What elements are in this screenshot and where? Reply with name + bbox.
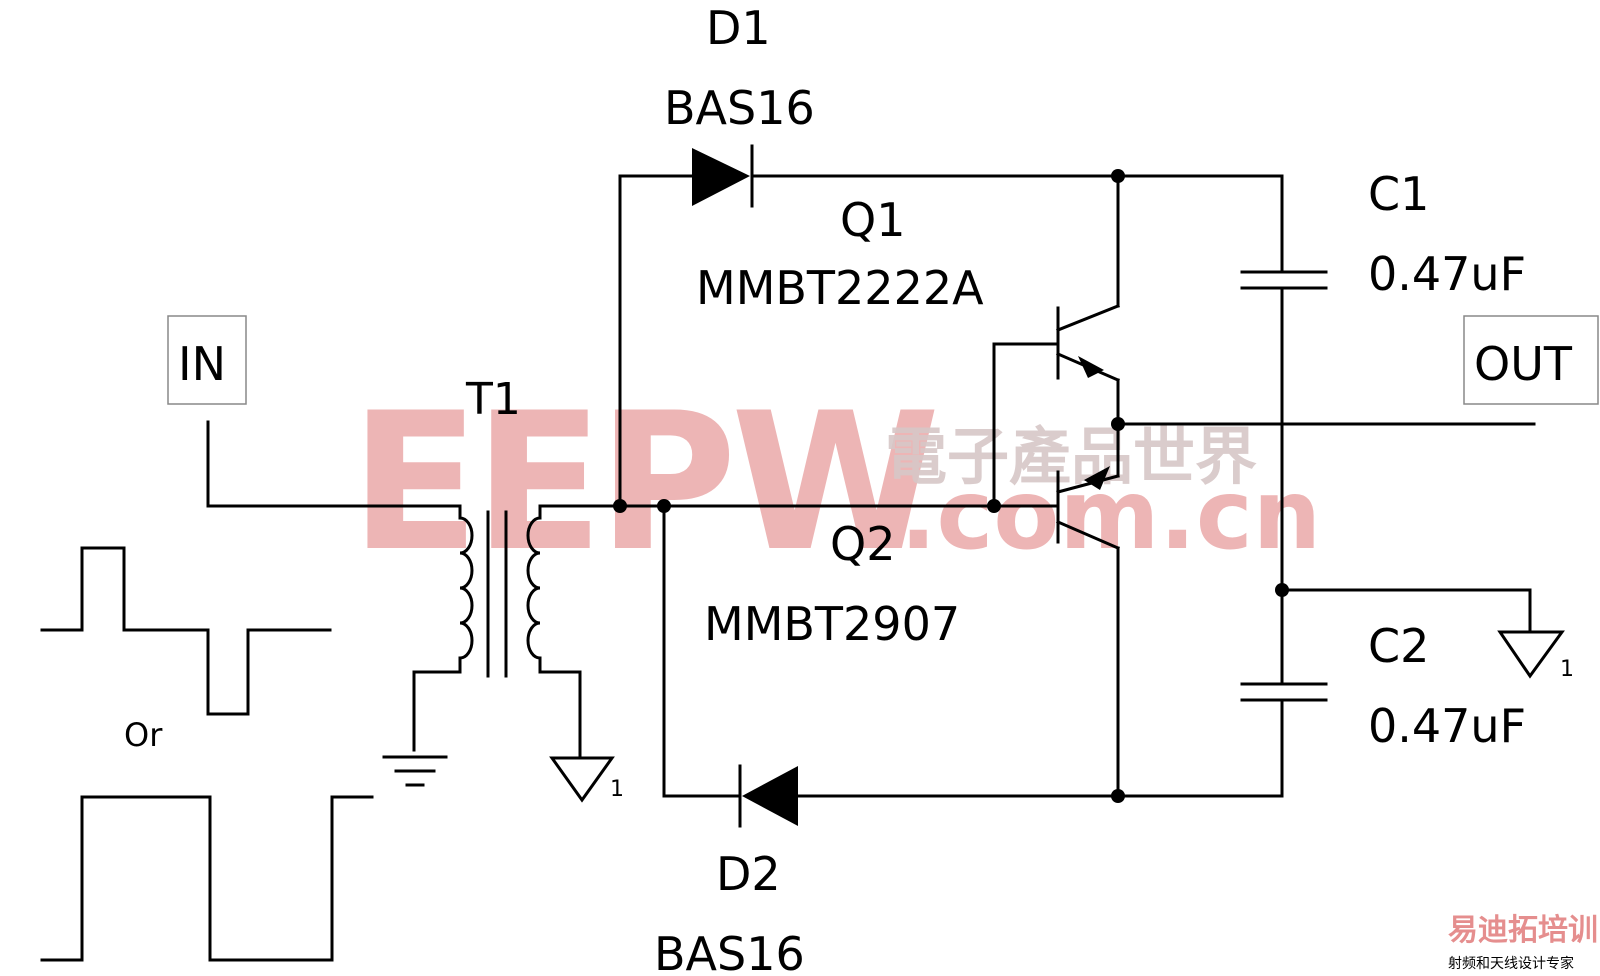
watermark-cn-text: 電子產品世界 [885,420,1257,493]
junction-dots [613,169,1289,803]
in-port-label: IN [178,337,226,391]
out-port-label: OUT [1474,337,1573,391]
transistor-q1 [1056,174,1120,478]
pulse-waveform [40,546,332,716]
d2-part-label: BAS16 [654,927,805,976]
d1-part-label: BAS16 [664,81,815,135]
ground-triangle-secondary [549,756,615,803]
c1-value-label: 0.47uF [1368,247,1526,301]
q2-part-label: MMBT2907 [704,597,960,651]
t1-label: T1 [465,374,521,425]
c1-ref-label: C1 [1368,167,1429,221]
transformer-t1 [458,510,542,678]
c2-value-label: 0.47uF [1368,699,1526,753]
q1-part-label: MMBT2222A [696,261,984,315]
or-text: Or [124,716,163,754]
ground-symbol [382,755,448,787]
diode-d2 [738,764,798,828]
d2-ref-label: D2 [716,847,781,901]
capacitor-c2 [1240,682,1328,702]
watermark: EEPW .com.cn 電子產品世界 易迪拓培训 射频和天线设计专家 [350,372,1598,972]
ground-triangle-output [1497,630,1565,679]
q1-ref-label: Q1 [840,193,905,247]
c2-ref-label: C2 [1368,619,1429,673]
watermark-brand: EEPW [350,372,935,593]
corner-watermark-sub: 射频和天线设计专家 [1448,955,1574,972]
corner-watermark-cn: 易迪拓培训 [1448,913,1598,948]
ground-pin-label-1: 1 [610,777,624,802]
out-port-box [1463,315,1599,405]
d1-ref-label: D1 [706,1,771,55]
q2-ref-label: Q2 [830,517,895,571]
diode-d1 [692,144,754,208]
capacitor-c1 [1240,270,1328,290]
in-port-box [167,315,247,405]
ground-pin-label-2: 1 [1560,657,1574,682]
square-waveform [40,795,374,962]
